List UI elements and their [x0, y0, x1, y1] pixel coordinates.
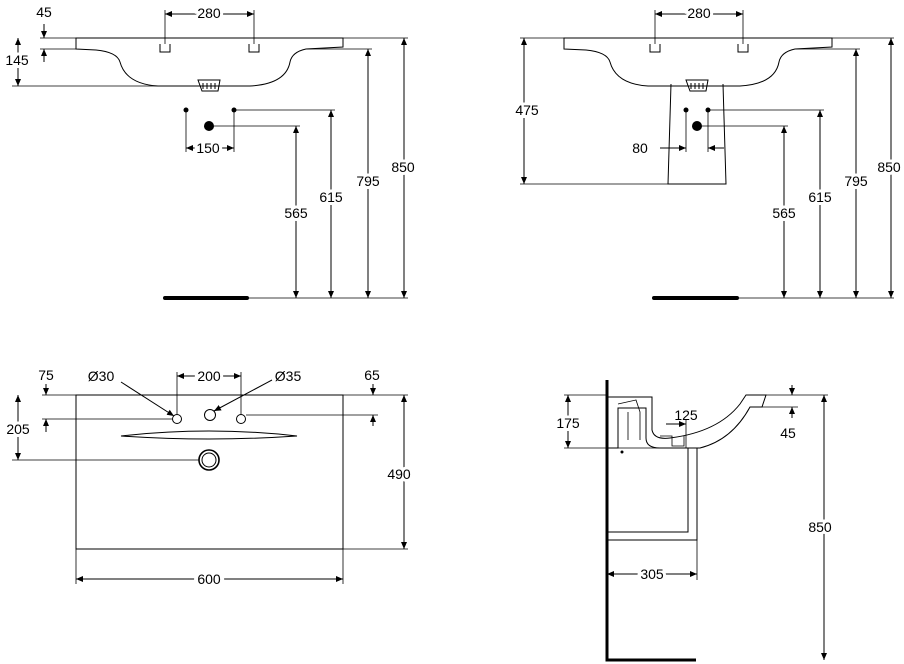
dim-490: 490 [387, 466, 411, 482]
dim-565: 565 [772, 205, 796, 221]
dim-45: 45 [36, 4, 52, 20]
tap-hole-left [172, 414, 182, 424]
fixing-point-left [183, 107, 189, 113]
tap-hole-left [159, 44, 171, 53]
front-view-pedestal: 280 475 80 565 615 795 850 [512, 2, 904, 300]
dim-615: 615 [319, 189, 343, 205]
dim-615: 615 [808, 189, 832, 205]
dim-75: 75 [38, 367, 54, 383]
tap-hole-right [236, 414, 246, 424]
waste-outlet [685, 79, 709, 92]
basin-outline [75, 394, 344, 550]
dim-565: 565 [284, 205, 308, 221]
semi-pedestal [607, 448, 698, 541]
dim-305: 305 [640, 566, 664, 582]
wall [605, 380, 696, 662]
top-view: 75 205 Ø30 200 Ø35 65 490 600 [3, 365, 414, 591]
tap-hole-left [649, 44, 661, 53]
supply-point [204, 121, 214, 131]
semi-pedestal [667, 83, 727, 185]
dim-205: 205 [6, 421, 30, 437]
dim-125: 125 [674, 407, 698, 423]
dim-850: 850 [808, 519, 832, 535]
dim-280: 280 [687, 5, 711, 21]
dim-65: 65 [364, 367, 380, 383]
dim-145: 145 [5, 52, 29, 68]
front-view-wall-hung: 280 45 145 150 565 615 795 850 [2, 2, 418, 300]
fixing-point-right [705, 107, 711, 113]
supply-point [692, 121, 702, 131]
tap-hole-right [248, 44, 260, 53]
basin-inner [617, 399, 641, 440]
dim-600: 600 [197, 571, 221, 587]
fixing-point-left [683, 107, 689, 113]
supply-point [620, 450, 624, 454]
dim-150: 150 [196, 140, 220, 156]
basin-outline [75, 37, 344, 87]
waste-outlet-inner [201, 452, 217, 468]
dim-175: 175 [556, 415, 580, 431]
side-view: 175 125 45 850 305 [553, 380, 835, 662]
basin-outline [563, 37, 833, 87]
dim-280: 280 [197, 5, 221, 21]
dim-795: 795 [844, 173, 868, 189]
dim-80: 80 [632, 140, 648, 156]
dim-850: 850 [391, 159, 415, 175]
basin-front-curve [120, 430, 298, 440]
dim-dia35: Ø35 [275, 368, 302, 384]
waste-trap [660, 435, 685, 447]
dim-200: 200 [197, 368, 221, 384]
dim-45: 45 [780, 425, 796, 441]
dim-dia30: Ø30 [88, 368, 115, 384]
tap-hole-centre [204, 409, 216, 421]
fixing-point-right [231, 107, 237, 113]
waste-outlet [197, 79, 221, 92]
tap-hole-right [737, 44, 749, 53]
dim-795: 795 [356, 173, 380, 189]
dim-475: 475 [515, 102, 539, 118]
dim-850: 850 [877, 159, 901, 175]
